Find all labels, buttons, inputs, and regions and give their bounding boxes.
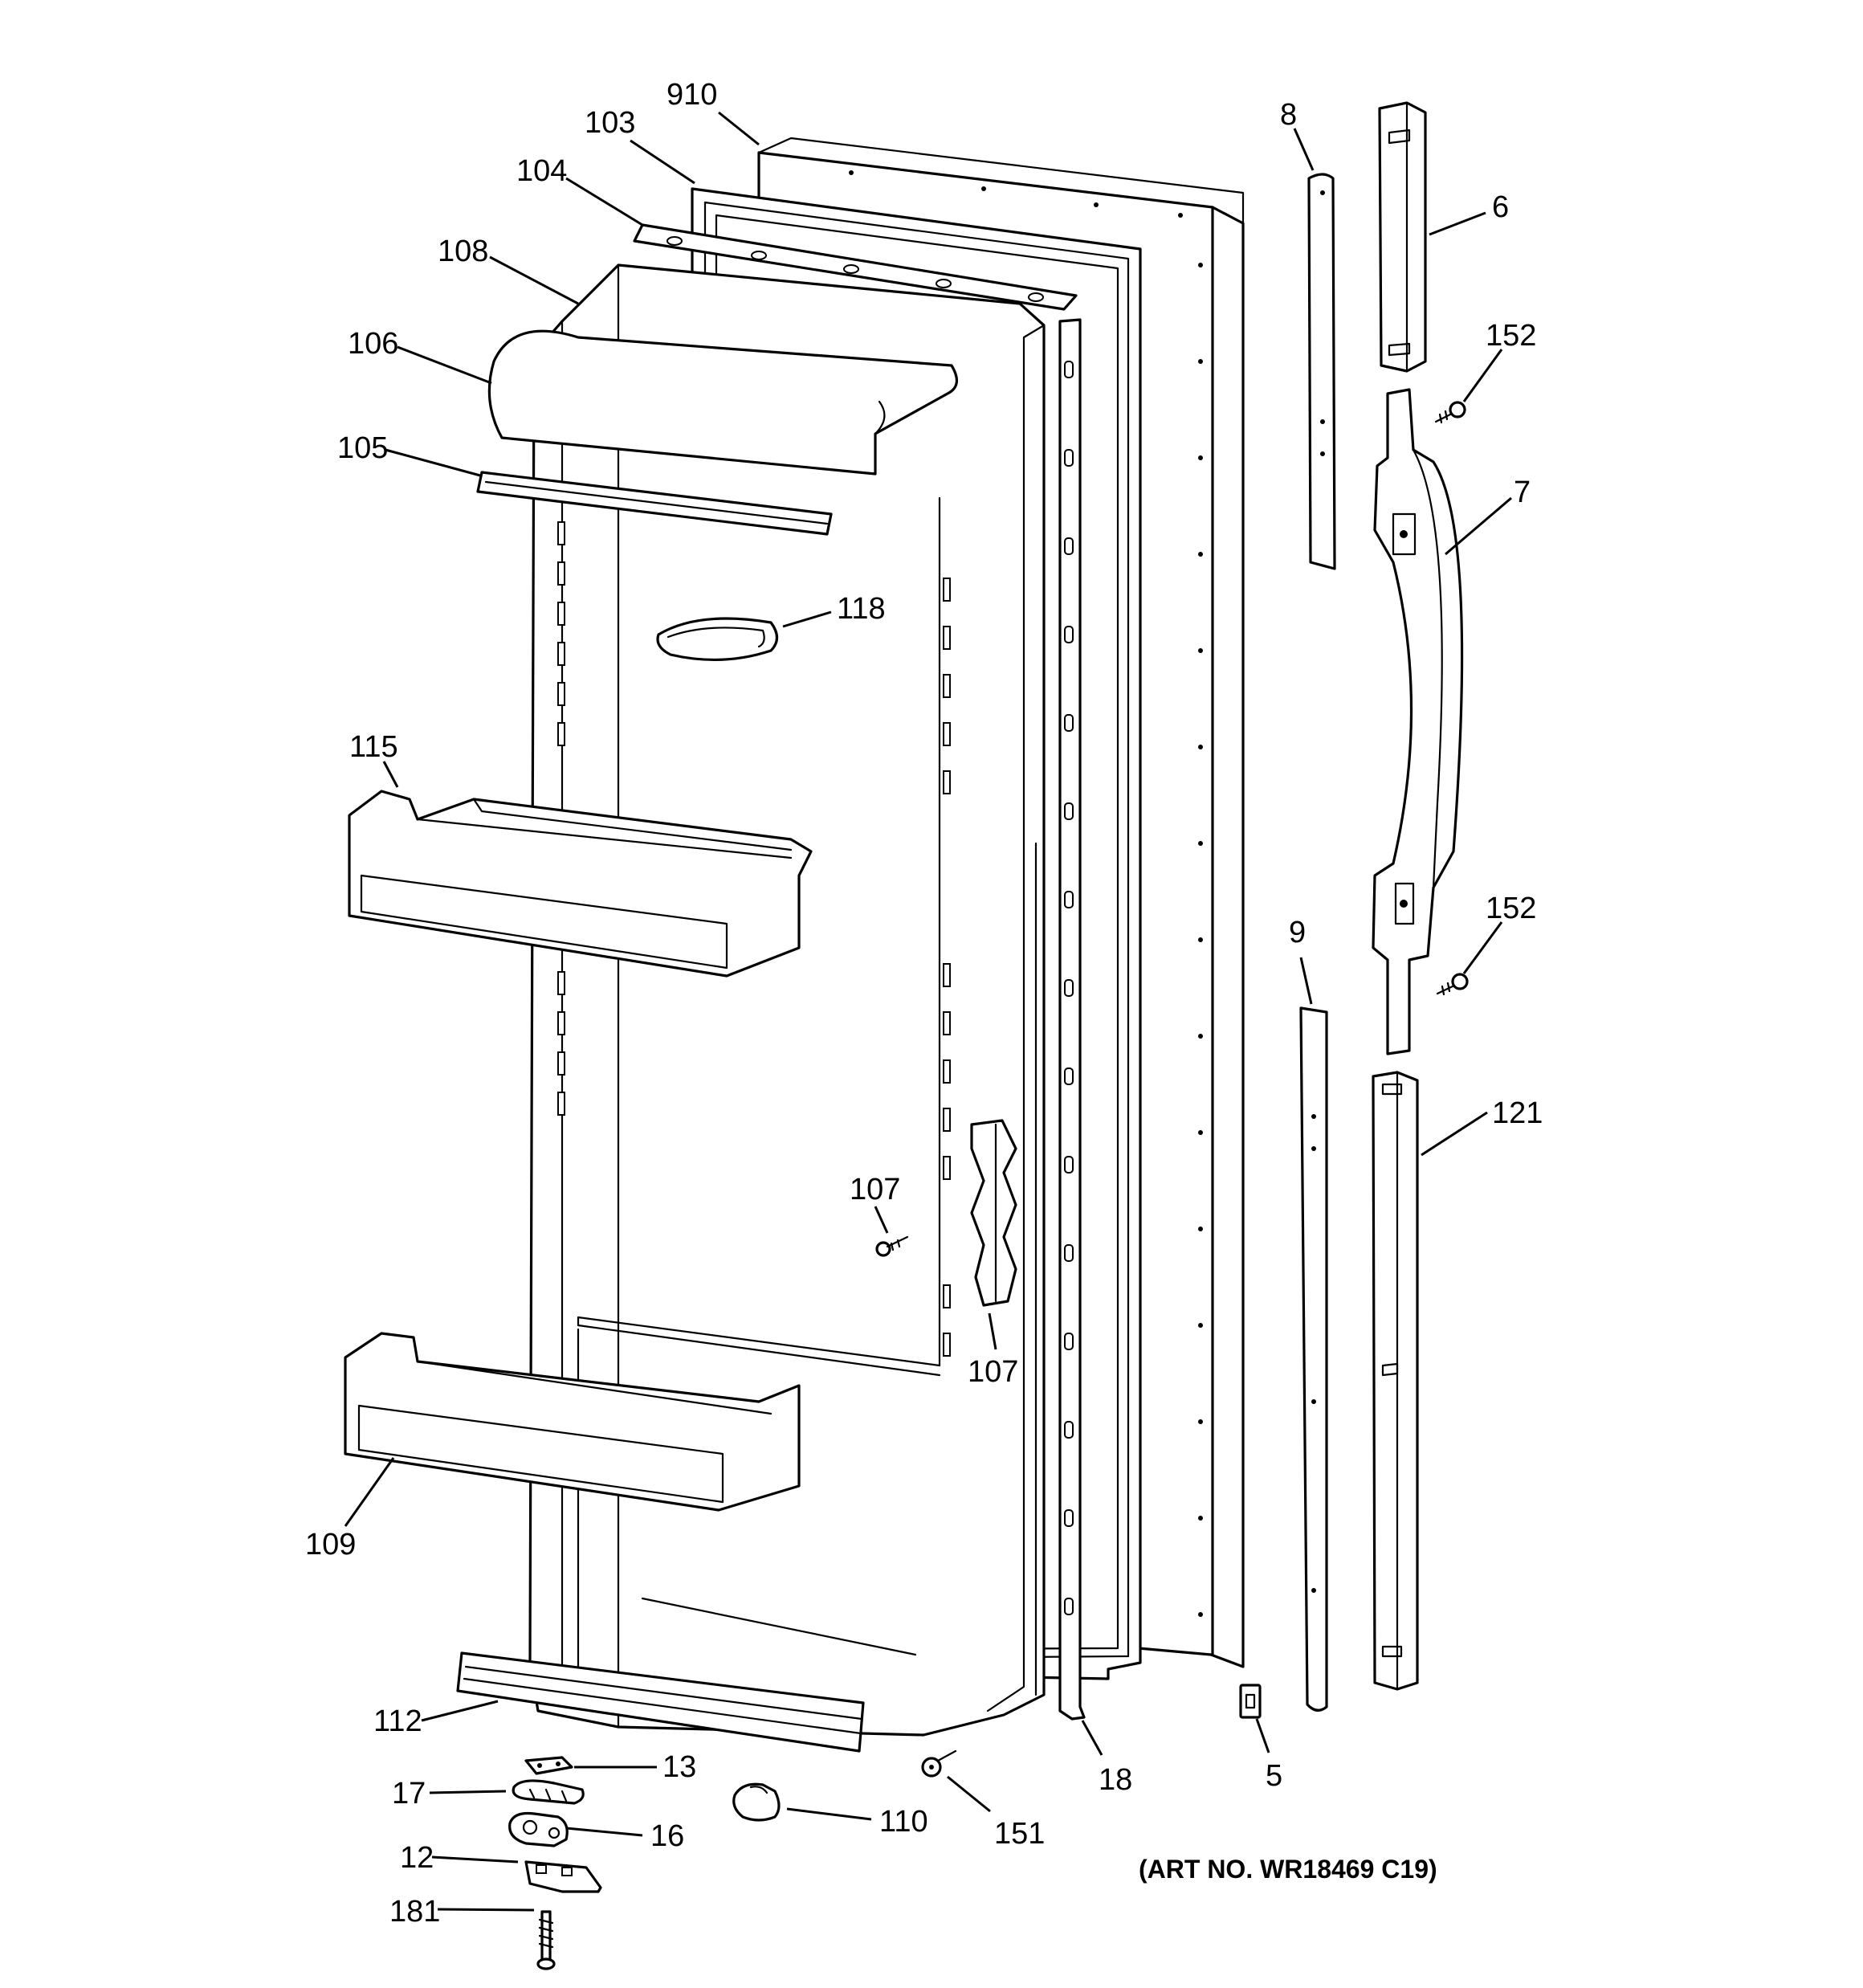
- callout-109: 109: [305, 1528, 356, 1561]
- callout-152-upper: 152: [1486, 319, 1536, 353]
- callout-152-lower: 152: [1486, 892, 1536, 925]
- dairy-rail-105: [476, 471, 833, 536]
- cap-110: [732, 1782, 781, 1822]
- callout-labels: 910 103 104 108 106 105 118 115 107 107 …: [305, 78, 1543, 1929]
- callout-910: 910: [667, 78, 717, 112]
- callout-104: 104: [516, 154, 567, 188]
- screw-152-lower: [1436, 973, 1469, 996]
- callout-181: 181: [389, 1895, 440, 1929]
- hinge-cam-16: [508, 1811, 569, 1847]
- callout-108: 108: [438, 235, 488, 268]
- callout-105: 105: [337, 431, 388, 465]
- door-liner-108: [528, 263, 1046, 1737]
- callout-115: 115: [349, 730, 398, 764]
- screw-107: [875, 1235, 909, 1257]
- side-strip-18: [1058, 318, 1086, 1721]
- top-bracket-104: [633, 223, 1078, 311]
- screw-151: [921, 1749, 957, 1778]
- hinge-part-13: [524, 1756, 573, 1775]
- callout-6: 6: [1492, 190, 1509, 224]
- leader-lines: [344, 111, 1512, 1912]
- outer-door-holes: [849, 170, 1203, 1617]
- callout-8: 8: [1280, 98, 1297, 132]
- callout-5: 5: [1266, 1759, 1282, 1793]
- callout-12: 12: [400, 1841, 434, 1875]
- hinge-part-17: [512, 1779, 585, 1805]
- callout-16: 16: [650, 1819, 684, 1853]
- callout-13: 13: [662, 1750, 696, 1784]
- trim-8: [1307, 173, 1336, 570]
- liner-shelf-slots: [557, 521, 951, 1357]
- handle-cap-121: [1372, 1071, 1419, 1691]
- callout-112: 112: [373, 1704, 422, 1738]
- bottom-rail-112: [456, 1651, 865, 1753]
- callout-118: 118: [837, 592, 886, 626]
- screw-152-upper: [1434, 401, 1466, 424]
- callout-107-screw: 107: [850, 1173, 900, 1206]
- egg-tray-118: [656, 617, 779, 662]
- callout-151: 151: [994, 1817, 1045, 1851]
- trim-9: [1299, 1006, 1328, 1712]
- hinge-bracket-12: [524, 1860, 602, 1893]
- callout-7: 7: [1514, 476, 1531, 509]
- callout-121: 121: [1492, 1096, 1543, 1130]
- callout-106: 106: [348, 327, 398, 361]
- art-number: (ART NO. WR18469 C19): [1139, 1855, 1437, 1884]
- door-bin-115: [348, 790, 813, 978]
- callout-18: 18: [1099, 1763, 1132, 1797]
- callout-110: 110: [879, 1805, 928, 1839]
- callout-17: 17: [392, 1777, 426, 1810]
- door-stop-5: [1239, 1684, 1262, 1719]
- handle-cap-6: [1378, 101, 1427, 373]
- callout-107-bracket: 107: [968, 1355, 1018, 1389]
- hinge-bracket-107: [970, 1119, 1017, 1307]
- door-bin-109: [344, 1332, 801, 1512]
- hinge-screw-181: [536, 1910, 556, 1970]
- callout-9: 9: [1289, 916, 1306, 949]
- dairy-compartment-106: [487, 329, 958, 476]
- handle-7: [1372, 388, 1464, 1055]
- callout-103: 103: [585, 106, 635, 140]
